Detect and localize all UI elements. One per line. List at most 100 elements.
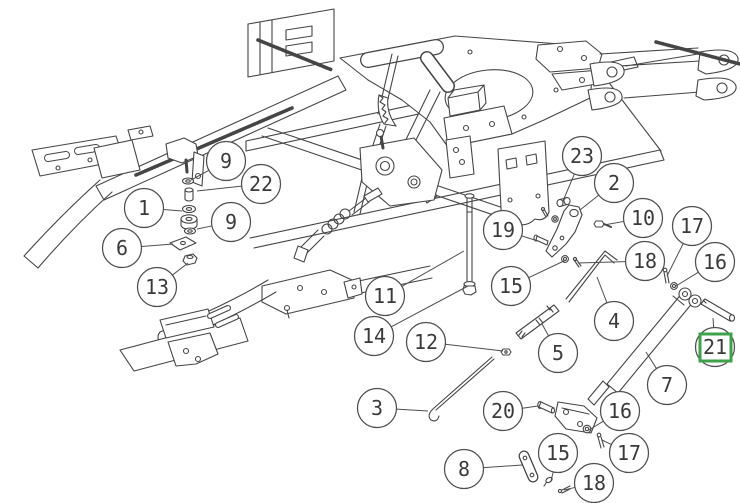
leader-line-6 (141, 243, 174, 247)
lever-assembly (353, 51, 475, 215)
leader-line-7 (645, 351, 657, 369)
callout-number-6: 6 (116, 236, 128, 260)
callout-number-11: 11 (373, 284, 397, 308)
callout-number-17: 17 (680, 214, 704, 238)
callout-balloon-14[interactable] (353, 315, 395, 357)
callout-balloon-9[interactable] (210, 201, 252, 243)
callout-balloon-6[interactable] (101, 227, 143, 269)
callout-balloon-2[interactable] (593, 162, 635, 204)
leader-line-10 (603, 220, 624, 226)
callout-number-2: 2 (608, 171, 620, 195)
leader-line-9 (196, 225, 213, 230)
callout-balloon-16[interactable] (599, 390, 641, 432)
leader-line-15 (550, 471, 554, 482)
callout-balloon-7[interactable] (646, 364, 688, 406)
leader-line-17 (666, 243, 684, 277)
callout-number-12: 12 (414, 330, 438, 354)
callout-number-7: 7 (661, 373, 673, 397)
leader-line-18 (577, 261, 626, 264)
leader-line-3 (396, 408, 429, 412)
callout-number-15: 15 (546, 441, 570, 465)
callout-balloon-5[interactable] (537, 332, 579, 374)
callout-number-5: 5 (552, 341, 564, 365)
lift-rod (428, 356, 495, 422)
callout-number-16: 16 (703, 250, 727, 274)
leader-line-8 (483, 464, 523, 469)
callout-number-21: 21 (703, 335, 727, 359)
callout-balloon-19[interactable] (482, 209, 524, 251)
leader-line-2 (579, 194, 600, 211)
callout-number-1: 1 (138, 196, 150, 220)
callout-balloon-12[interactable] (405, 321, 447, 363)
bell-crank (545, 204, 583, 258)
callout-balloon-18[interactable] (624, 240, 666, 282)
leader-line-16 (588, 420, 604, 431)
leader-line-17 (601, 439, 612, 445)
callout-balloon-15[interactable] (537, 432, 579, 474)
small-hardware (500, 196, 678, 494)
drawbar-and-skid-assembly (119, 265, 433, 372)
callout-balloon-1[interactable] (123, 187, 165, 229)
callout-number-20: 20 (491, 399, 515, 423)
leader-line-1 (163, 209, 183, 212)
callout-number-15: 15 (499, 274, 523, 298)
callout-balloon-8[interactable] (443, 448, 485, 490)
leader-line-14 (390, 285, 469, 328)
callout-number-14: 14 (362, 324, 386, 348)
leader-line-18 (563, 486, 576, 491)
rear-slotted-panel (247, 8, 335, 78)
callout-balloon-16[interactable] (694, 241, 736, 283)
callout-balloon-13[interactable] (136, 266, 178, 308)
leader-line-4 (596, 276, 608, 303)
selected-item-highlight-box[interactable] (698, 332, 733, 363)
leader-line-15 (528, 259, 567, 279)
callout-number-18: 18 (633, 249, 657, 273)
callout-balloon-23[interactable] (561, 135, 603, 177)
leader-line-11 (401, 250, 465, 287)
callout-number-23: 23 (570, 144, 594, 168)
leader-line-16 (675, 271, 699, 287)
callout-number-16: 16 (608, 399, 632, 423)
leader-line-13 (172, 262, 189, 276)
callout-number-3: 3 (371, 396, 383, 420)
hydraulic-cylinder (554, 287, 702, 434)
leader-line-23 (562, 173, 575, 202)
leader-line-12 (445, 343, 504, 352)
callout-balloon-22[interactable] (240, 163, 282, 205)
callout-balloon-11[interactable] (364, 275, 406, 317)
callout-number-10: 10 (631, 206, 655, 230)
callout-number-17: 17 (617, 441, 641, 465)
bent-rod (565, 250, 618, 303)
callout-number-18: 18 (582, 471, 606, 495)
pivot-shaft (515, 304, 560, 340)
threaded-rod-top (256, 38, 334, 72)
leader-line-21 (712, 317, 715, 328)
callout-balloon-4[interactable] (593, 300, 635, 342)
leader-line-5 (541, 323, 550, 337)
leader-line-9 (190, 169, 210, 181)
callout-balloon-3[interactable] (356, 387, 398, 429)
callout-number-13: 13 (145, 275, 169, 299)
right-frame-brackets (587, 40, 740, 152)
callout-number-4: 4 (608, 309, 620, 333)
eyebolt-rod (462, 193, 477, 296)
callout-number-19: 19 (491, 218, 515, 242)
machine-assembly-drawing (23, 8, 740, 494)
spring-assembly (293, 187, 383, 263)
callout-balloon-10[interactable] (622, 197, 664, 239)
callout-balloon-20[interactable] (482, 390, 524, 432)
callout-number-22: 22 (249, 172, 273, 196)
callout-balloon-9[interactable] (205, 140, 247, 182)
callout-number-8: 8 (458, 457, 470, 481)
callout-number-9: 9 (220, 149, 232, 173)
callout-balloon-15[interactable] (490, 265, 532, 307)
callout-balloon-17[interactable] (608, 432, 650, 474)
callout-number-9: 9 (225, 210, 237, 234)
leader-line-20 (522, 405, 539, 409)
callout-balloon-17[interactable] (671, 205, 713, 247)
leader-line-19 (521, 235, 539, 242)
tongue-tube (23, 179, 113, 269)
